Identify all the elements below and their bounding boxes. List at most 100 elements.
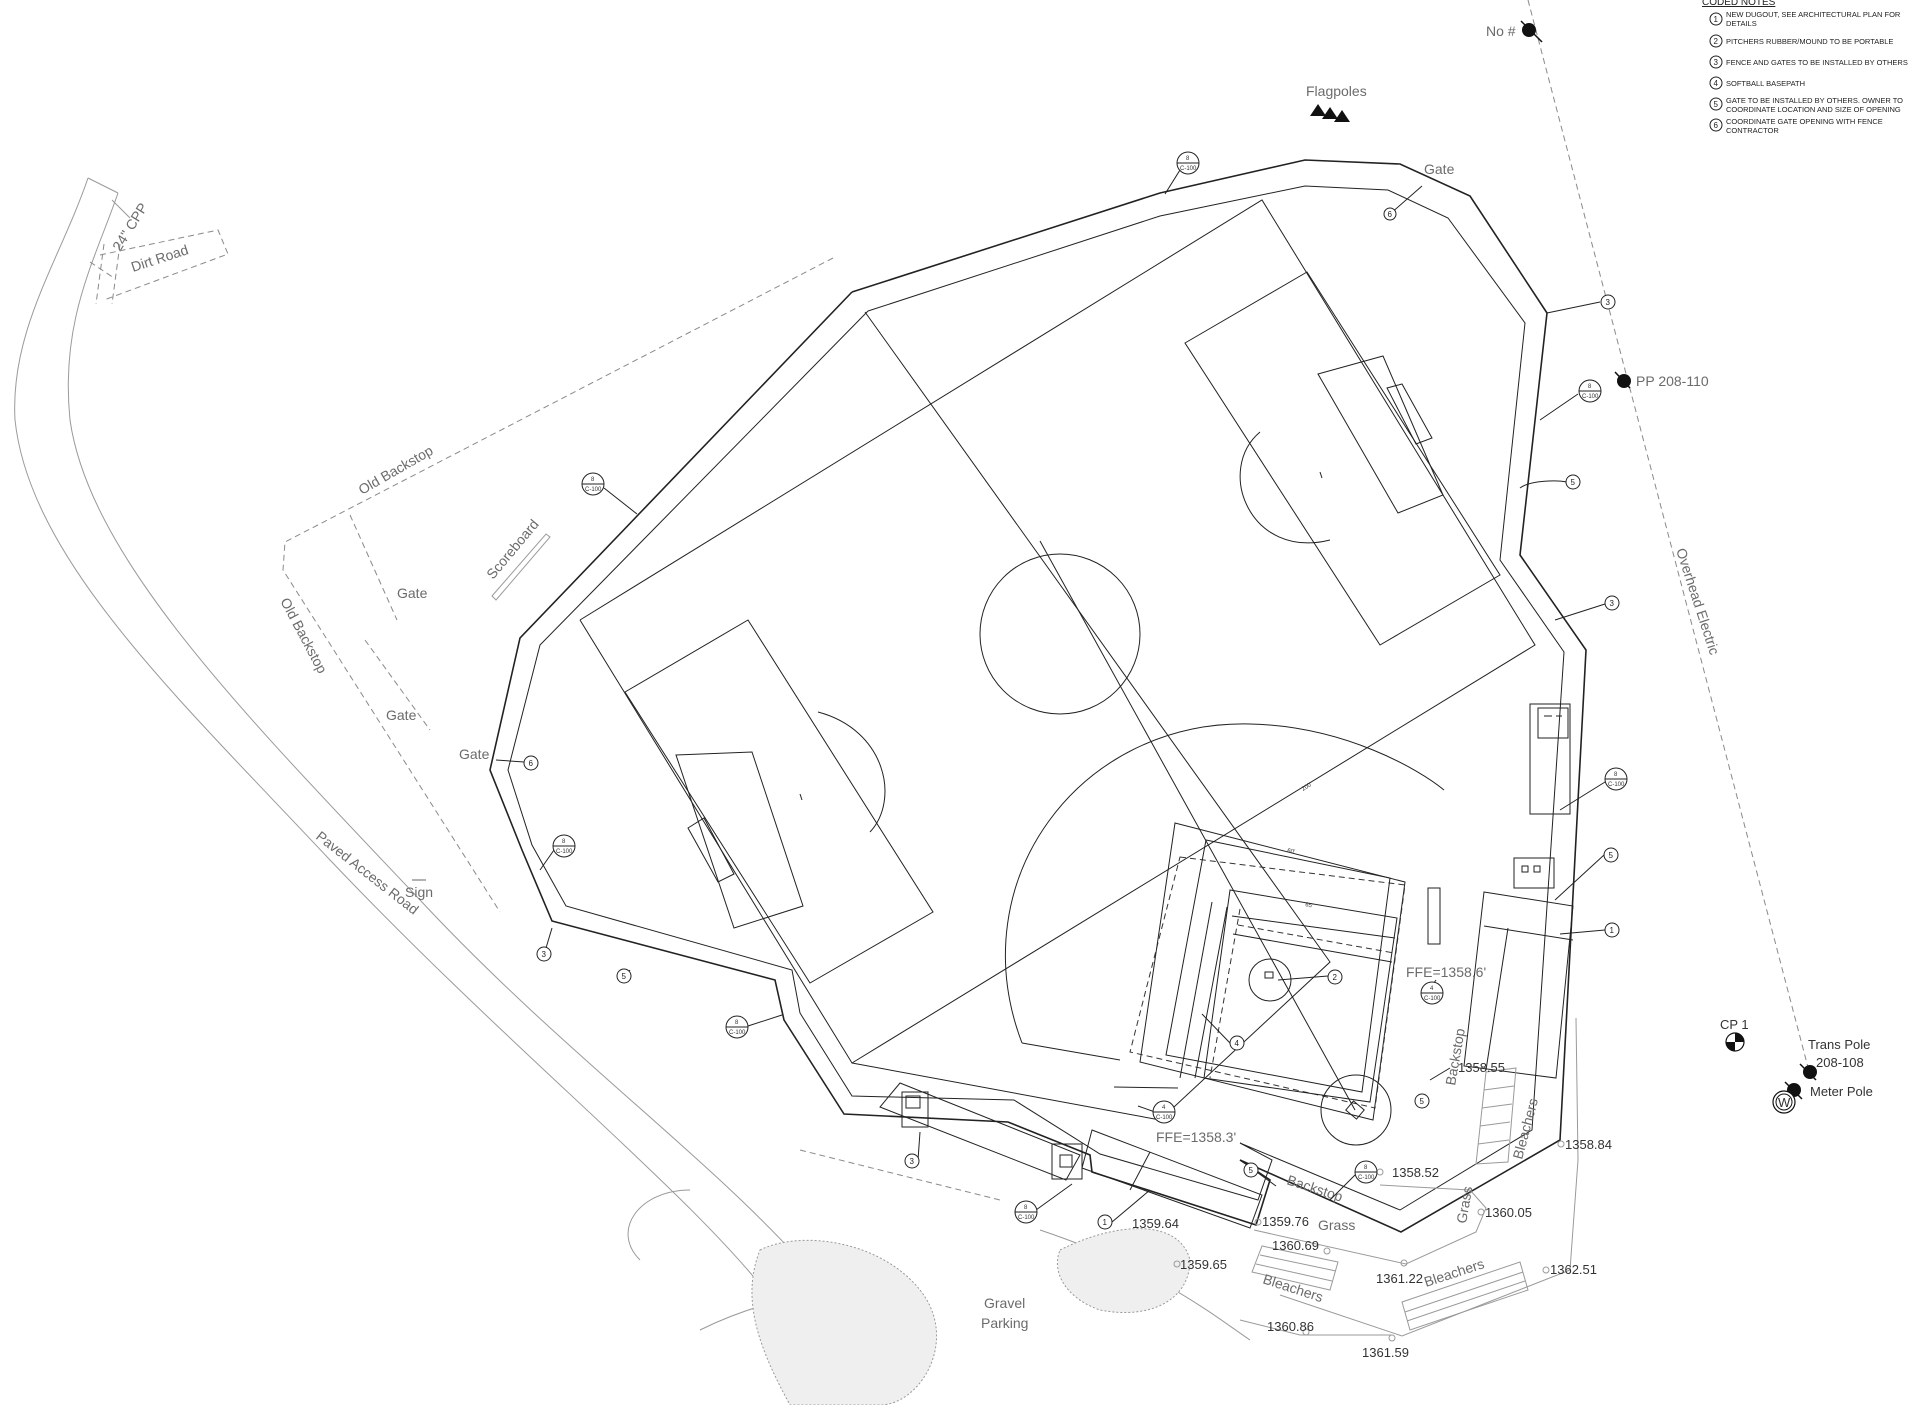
- svg-text:FENCE AND GATES TO BE INSTALLE: FENCE AND GATES TO BE INSTALLED BY OTHER…: [1726, 58, 1908, 67]
- svg-text:6: 6: [1714, 121, 1719, 130]
- svg-text:8: 8: [1614, 772, 1618, 778]
- flagpoles: Flagpoles: [1306, 83, 1367, 122]
- ffe-right-label: FFE=1358.6': [1406, 964, 1486, 980]
- bleachers-bottom: [1401, 1261, 1529, 1331]
- trans-pole-icon: [1803, 1065, 1817, 1079]
- note-bubble-4: 4: [1201, 1013, 1245, 1051]
- detail-ref-7: 8C-100: [1014, 1183, 1073, 1224]
- note-bubble-6-top: 6: [1383, 185, 1423, 221]
- svg-text:6: 6: [529, 759, 534, 768]
- bleachers-right: [1475, 1067, 1517, 1165]
- flagpoles-label: Flagpoles: [1306, 83, 1367, 99]
- roads: 24" CPP Dirt Road Paved Access Road: [14, 177, 901, 1405]
- utility-pole-pp: [1614, 371, 1631, 389]
- svg-text:3: 3: [1606, 298, 1611, 307]
- backstop-label-right: Backstop: [1442, 1027, 1468, 1087]
- detail-ref-8: 8C-100: [1329, 1160, 1378, 1201]
- meter-pole: W Meter Pole: [1772, 1081, 1873, 1114]
- svg-text:SOFTBALL BASEPATH: SOFTBALL BASEPATH: [1726, 79, 1805, 88]
- backstop-label-bottom: Backstop: [1285, 1172, 1345, 1205]
- svg-text:C-100: C-100: [585, 487, 602, 493]
- gravel-area: Gravel Parking: [751, 1228, 1191, 1405]
- detail-ref-4: 8C-100: [1559, 767, 1628, 811]
- elev-11: 1361.59: [1362, 1345, 1409, 1360]
- svg-text:DETAILS: DETAILS: [1726, 19, 1757, 28]
- svg-text:C-100: C-100: [1358, 1175, 1375, 1181]
- gate-label-old-1: Gate: [397, 585, 428, 601]
- grass-label-left: Grass: [1318, 1217, 1355, 1233]
- svg-text:C-100: C-100: [1608, 782, 1625, 788]
- elev-12: 1358.55: [1458, 1060, 1505, 1075]
- elev-6: 1360.69: [1272, 1238, 1319, 1253]
- svg-text:8: 8: [1186, 156, 1190, 162]
- svg-text:5: 5: [1420, 1097, 1425, 1106]
- svg-text:6: 6: [1388, 210, 1393, 219]
- utility-pole-no-number: [1520, 20, 1543, 43]
- note-bubble-2: 2: [1277, 969, 1343, 985]
- note-bubble-6-left: 6: [495, 755, 539, 771]
- svg-text:3: 3: [910, 1157, 915, 1166]
- note-bubble-1-bottom: 1: [1097, 1189, 1151, 1230]
- coded-note-1: 1 NEW DUGOUT, SEE ARCHITECTURAL PLAN FOR…: [1709, 10, 1901, 28]
- svg-text:C-100: C-100: [1424, 996, 1441, 1002]
- svg-text:1: 1: [1610, 926, 1615, 935]
- field-layout: 60' 65' 200': [579, 199, 1574, 1229]
- svg-text:C-100: C-100: [1018, 1215, 1035, 1221]
- svg-text:5: 5: [1249, 1166, 1254, 1175]
- note-bubble-5-b: 5: [1554, 847, 1619, 901]
- note-bubble-5-left: 5: [616, 968, 632, 984]
- control-point: CP 1: [1720, 1017, 1749, 1052]
- area-labels: FFE=1358.6' FFE=1358.3' Backstop Backsto…: [459, 161, 1486, 1233]
- note-bubble-3-left: 3: [536, 927, 553, 962]
- elev-10: 1360.86: [1267, 1319, 1314, 1334]
- elev-3: 1360.05: [1485, 1205, 1532, 1220]
- detail-ref-10: 4C-100: [1420, 979, 1444, 1005]
- elev-7: 1359.64: [1132, 1216, 1179, 1231]
- svg-text:CONTRACTOR: CONTRACTOR: [1726, 126, 1779, 135]
- elev-4: 1362.51: [1550, 1262, 1597, 1277]
- ffe-left-label: FFE=1358.3': [1156, 1129, 1236, 1145]
- bleachers: Bleachers Bleachers Bleachers: [1251, 1067, 1541, 1331]
- meter-symbol: W: [1778, 1095, 1791, 1110]
- old-backstop-label-left: Old Backstop: [277, 595, 330, 676]
- bleachers-label-right: Bleachers: [1509, 1096, 1541, 1160]
- elev-1: 1358.52: [1392, 1165, 1439, 1180]
- coded-note-6: 6 COORDINATE GATE OPENING WITH FENCE CON…: [1709, 117, 1883, 135]
- svg-text:2: 2: [1714, 37, 1719, 46]
- no-pole-label: No #: [1486, 23, 1516, 39]
- old-backstop-fence: Old Backstop Old Backstop Gate Gate Sign: [277, 257, 834, 913]
- svg-text:GATE TO BE INSTALLED BY OTHERS: GATE TO BE INSTALLED BY OTHERS. OWNER TO: [1726, 96, 1903, 105]
- trans-pole: Trans Pole 208-108: [1799, 1037, 1870, 1081]
- svg-text:COORDINATE GATE OPENING WITH F: COORDINATE GATE OPENING WITH FENCE: [1726, 117, 1883, 126]
- coded-note-5: 5 GATE TO BE INSTALLED BY OTHERS. OWNER …: [1709, 96, 1903, 114]
- note-bubble-3-bottom: 3: [904, 1131, 921, 1169]
- dirt-road-label: Dirt Road: [129, 241, 190, 274]
- overhead-electric-line: No # PP 208-110 Overhead Electric: [1486, 0, 1811, 1076]
- note-bubble-5-a: 5: [1519, 474, 1581, 490]
- detail-references: 8C-100 8C-100 8C-100 8C-100 8C-100 8C-10…: [539, 151, 1628, 1224]
- svg-text:1: 1: [1714, 15, 1719, 24]
- trans-pole-label: Trans Pole: [1808, 1037, 1870, 1052]
- elev-8: 1359.76: [1262, 1214, 1309, 1229]
- svg-text:4: 4: [1430, 986, 1434, 992]
- svg-text:3: 3: [542, 950, 547, 959]
- coded-note-2: 2 PITCHERS RUBBER/MOUND TO BE PORTABLE: [1709, 34, 1893, 48]
- detail-ref-1: 8C-100: [1164, 151, 1200, 195]
- svg-text:8: 8: [591, 477, 595, 483]
- paved-road-label: Paved Access Road: [313, 828, 422, 918]
- elev-9: 1359.65: [1180, 1257, 1227, 1272]
- svg-text:C-100: C-100: [556, 849, 573, 855]
- svg-text:4: 4: [1162, 1105, 1166, 1111]
- gate-label-left: Gate: [459, 746, 490, 762]
- svg-text:5: 5: [1571, 478, 1576, 487]
- bleachers-left: [1251, 1245, 1339, 1291]
- svg-text:8: 8: [562, 839, 566, 845]
- svg-text:C-100: C-100: [1582, 394, 1599, 400]
- detail-ref-9: 4C-100: [1137, 1100, 1176, 1124]
- svg-text:4: 4: [1235, 1039, 1240, 1048]
- svg-text:5: 5: [622, 972, 627, 981]
- svg-text:8: 8: [1588, 384, 1592, 390]
- pp-pole-label: PP 208-110: [1636, 373, 1709, 389]
- svg-text:8: 8: [735, 1020, 739, 1026]
- note-bubble-3-b: 3: [1554, 595, 1620, 621]
